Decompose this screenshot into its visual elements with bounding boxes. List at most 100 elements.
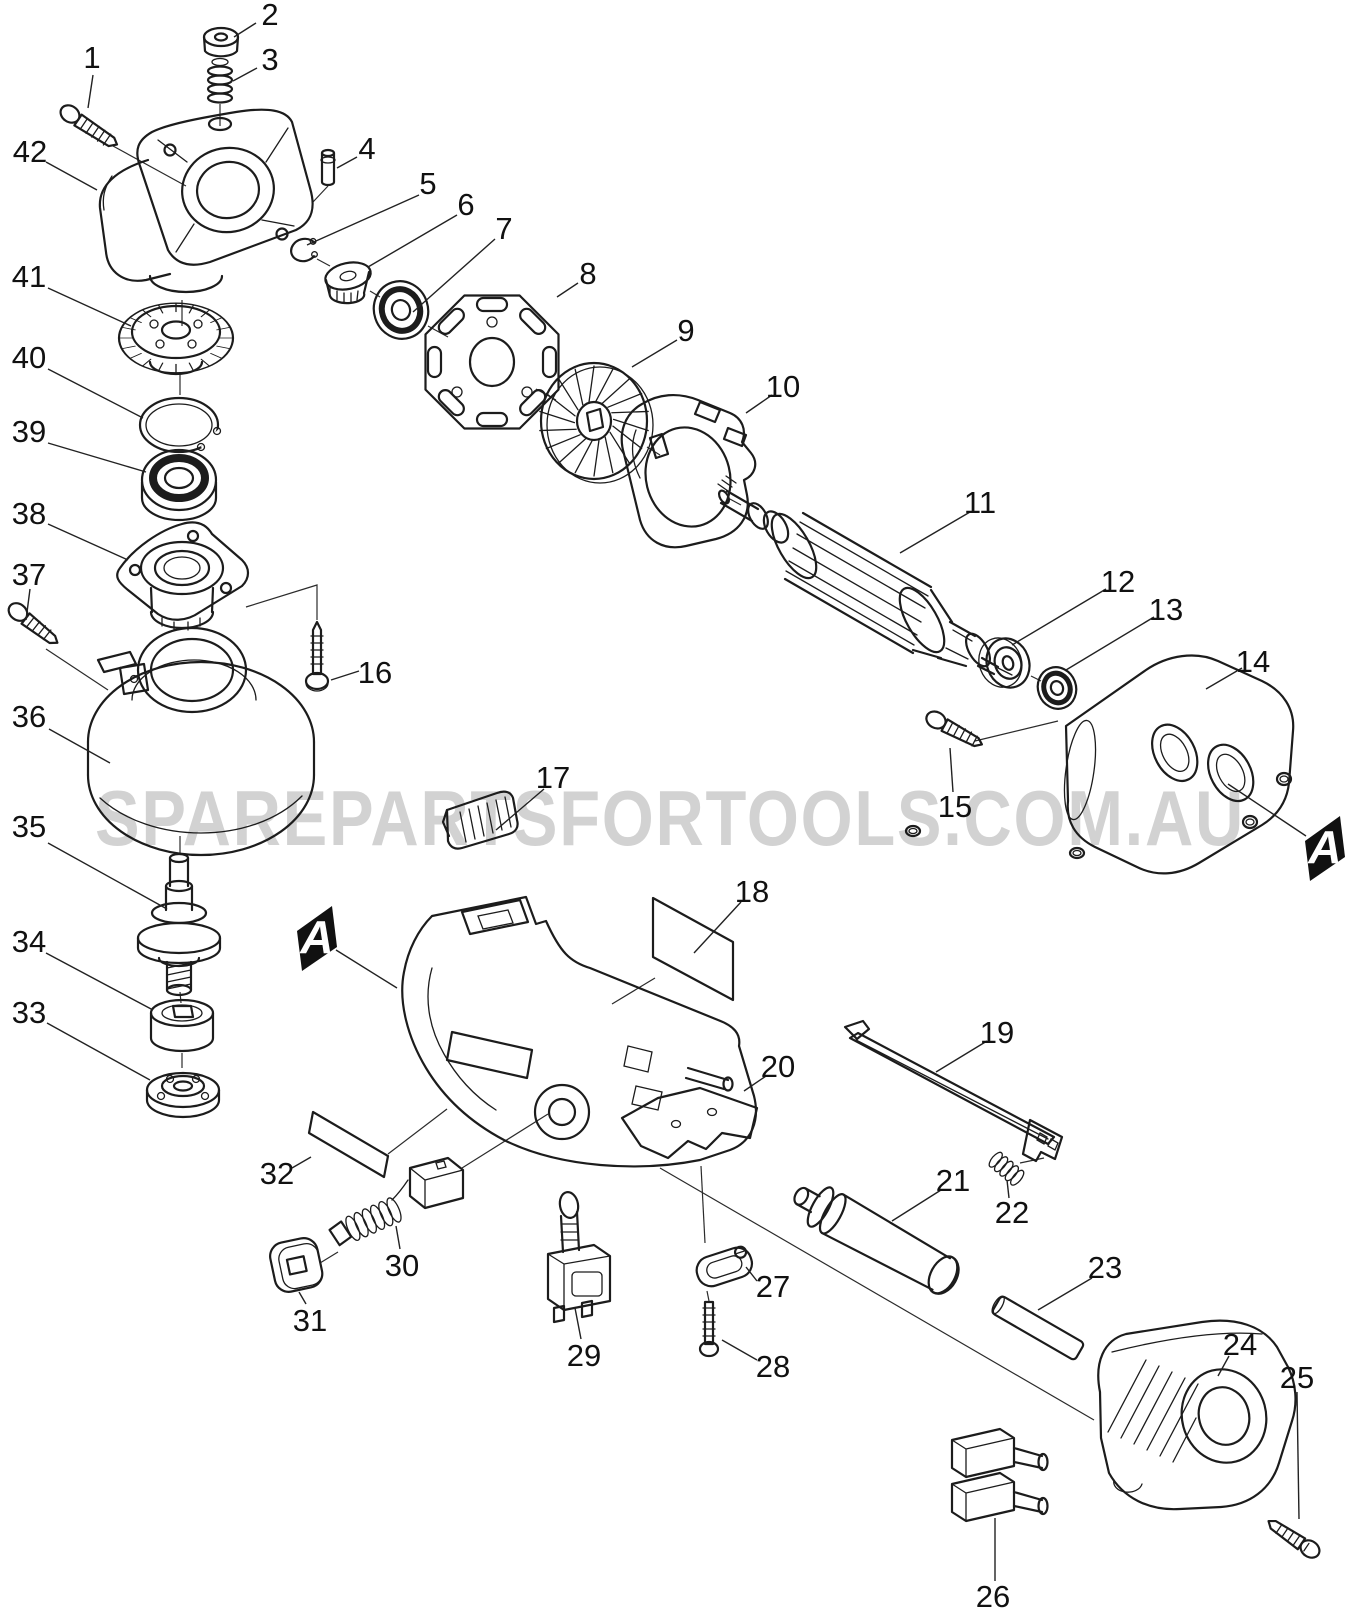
part-27-leader-line (745, 1266, 758, 1282)
part-label-1: 1 (83, 40, 100, 75)
part-22-leader-line (1006, 1179, 1010, 1199)
part-40-ring (138, 396, 226, 454)
section-marker-1-leader-line (1227, 783, 1307, 837)
part-label-16: 16 (358, 655, 392, 690)
section-marker-0-label: A (299, 911, 333, 963)
part-23-pin (991, 1295, 1085, 1361)
part-14-leader-line (1205, 667, 1243, 690)
part-28-screw (698, 1300, 720, 1358)
part-21-leader-line (891, 1189, 942, 1222)
part-20-base-plate (620, 1086, 759, 1160)
part-label-9: 9 (677, 313, 694, 348)
part-12-leader-line (1011, 588, 1107, 646)
part-label-8: 8 (579, 256, 596, 291)
part-label-5: 5 (419, 166, 436, 201)
part-38-bearing-retainer (116, 521, 250, 631)
part-label-17: 17 (536, 760, 570, 795)
section-marker-0-leader-line (335, 949, 398, 989)
part-17-switch-button (441, 790, 519, 850)
part-2-cap (202, 26, 240, 58)
part-35-spindle (136, 852, 222, 997)
part-label-31: 31 (293, 1303, 327, 1338)
section-marker-1-label: A (1307, 821, 1341, 873)
part-41-leader-line (47, 287, 132, 327)
part-label-40: 40 (12, 340, 46, 375)
part-34-leader-line (45, 952, 154, 1011)
part-7-bearing (372, 280, 430, 340)
part-24-rear-cover (1097, 1319, 1297, 1511)
part-label-41: 41 (12, 259, 46, 294)
part-1-leader-line (87, 74, 94, 109)
part-18-nameplate (651, 896, 735, 1002)
part-label-6: 6 (457, 187, 474, 222)
part-36-wheel-guard (86, 626, 316, 857)
part-18-leader-line (693, 901, 742, 954)
part-label-36: 36 (12, 699, 46, 734)
part-25-screw (1267, 1519, 1321, 1559)
part-label-30: 30 (385, 1248, 419, 1283)
part-10-leader-line (745, 394, 773, 414)
part-label-22: 22 (995, 1195, 1029, 1230)
part-37-screw (7, 602, 59, 645)
part-label-19: 19 (980, 1015, 1014, 1050)
section-marker-0-box (297, 906, 337, 971)
part-9-fan (538, 361, 654, 484)
part-label-27: 27 (756, 1269, 790, 1304)
part-4-pin (320, 148, 336, 187)
part-2-leader-line (233, 22, 257, 38)
part-6-leader-line (367, 214, 458, 268)
part-label-37: 37 (12, 557, 46, 592)
part-label-13: 13 (1149, 592, 1183, 627)
part-36-leader-line (48, 728, 111, 764)
part-17-leader-line (495, 788, 545, 831)
part-32-leader-line (291, 1156, 312, 1169)
part-1-screw (59, 104, 119, 148)
part-40-leader-line (47, 368, 144, 419)
part-label-42: 42 (13, 134, 47, 169)
part-22-spring (988, 1151, 1025, 1186)
part-10-bearing-box (620, 394, 757, 549)
part-label-38: 38 (12, 496, 46, 531)
part-19-leader-line (935, 1040, 988, 1073)
part-6-pinion-gear (324, 261, 372, 305)
part-label-15: 15 (938, 789, 972, 824)
part-15-screw (925, 710, 984, 748)
part-39-leader-line (47, 442, 147, 473)
part-37-leader-line (25, 588, 31, 621)
part-30-leader-line (395, 1225, 401, 1250)
part-20-leader-line (743, 1075, 767, 1092)
part-label-33: 33 (12, 995, 46, 1030)
part-13-leader-line (1065, 616, 1155, 671)
section-marker-1-box (1305, 816, 1345, 881)
part-8-leader-line (556, 282, 579, 298)
part-label-35: 35 (12, 809, 46, 844)
part-31-leader-line (298, 1291, 307, 1305)
part-29-leader-line (574, 1307, 582, 1340)
part-12-washer (978, 637, 1031, 689)
part-label-4: 4 (358, 131, 375, 166)
part-28-leader-line (721, 1339, 758, 1361)
part-label-11: 11 (964, 485, 996, 520)
part-26-terminal-block (950, 1427, 1049, 1523)
part-label-29: 29 (567, 1338, 601, 1373)
part-13-bearing (1036, 666, 1078, 710)
part-16-leader-line (330, 670, 360, 681)
part-label-34: 34 (12, 924, 46, 959)
part-9-leader-line (631, 339, 678, 368)
part-23-leader-line (1037, 1277, 1093, 1311)
watermark-text: SPAREPARTSFORTOOLS.COM.AU (95, 774, 1245, 862)
part-label-26: 26 (976, 1579, 1010, 1612)
part-label-18: 18 (735, 874, 769, 909)
part-33-lock-nut (145, 1071, 221, 1119)
part-21-handle-bar (793, 1186, 960, 1295)
part-label-7: 7 (495, 211, 512, 246)
part-label-14: 14 (1236, 644, 1270, 679)
part-label-24: 24 (1223, 1327, 1257, 1362)
part-14-field-stator (904, 654, 1295, 875)
part-label-3: 3 (261, 42, 278, 77)
part-30-carbon-brush (328, 1156, 465, 1247)
part-11-leader-line (899, 511, 971, 554)
part-39-bearing (140, 448, 218, 522)
part-label-25: 25 (1280, 1360, 1314, 1395)
part-label-20: 20 (761, 1049, 795, 1084)
